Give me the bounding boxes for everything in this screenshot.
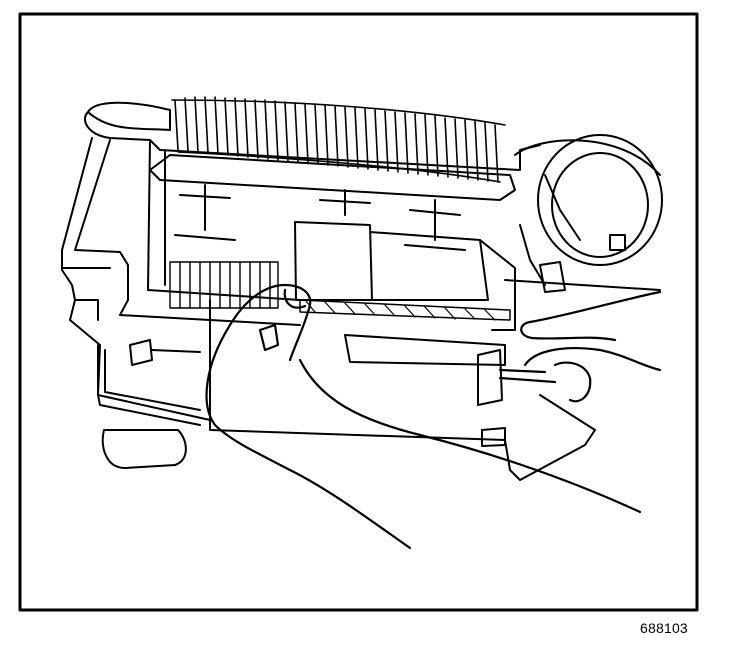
border-frame [18,12,699,612]
right-hand [498,290,662,403]
figure-id-label: 688103 [640,620,688,636]
filter-block [169,261,279,309]
louver-grille [171,96,506,183]
left-hand [205,283,642,550]
blower-housing [504,134,663,293]
latch-tab [477,349,503,406]
base-foot [101,429,187,469]
hvac-housing [61,96,596,481]
